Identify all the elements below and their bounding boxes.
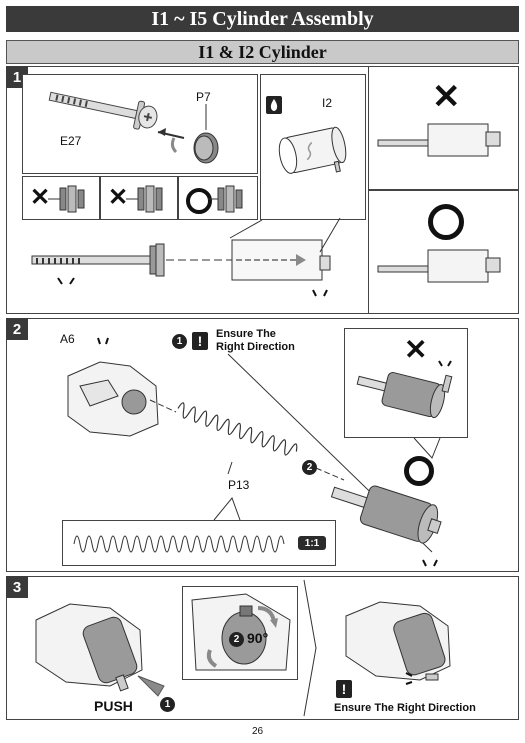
label-p13: P13 (228, 478, 250, 492)
i2-cylinder (278, 126, 347, 174)
spring-scale-drawing (73, 535, 285, 553)
drop-icon (270, 99, 278, 111)
step3-warning-icon: ! (336, 680, 352, 698)
wrong-mark-1: ✕ (30, 184, 51, 211)
label-i2: I2 (322, 96, 333, 110)
step2-number: 2 (6, 318, 28, 340)
wrong-direction-cylinder (356, 360, 453, 419)
wrong-mark-2: ✕ (108, 184, 129, 211)
step3-number: 3 (6, 576, 28, 598)
push-label: PUSH (94, 698, 133, 714)
ensure-line-2: Right Direction (216, 341, 295, 353)
right-mark-1 (186, 188, 212, 214)
step3-zoom-drawing (191, 593, 291, 671)
scale-badge: 1:1 (298, 536, 326, 550)
right-mark-large-1 (428, 204, 464, 240)
step2-bubble-2: 2 (302, 460, 317, 475)
step3-bubble-2: 2 (229, 632, 244, 647)
wrong-mark-large-2: ✕ (404, 334, 428, 365)
right-mark-large-2 (404, 456, 434, 486)
e27-piston-rod (48, 91, 158, 130)
step2-cylinder (330, 485, 442, 544)
page-title: I1 ~ I5 Cylinder Assembly (6, 6, 519, 32)
page-number: 26 (252, 726, 264, 737)
label-e27: E27 (60, 134, 82, 148)
step3-ensure-text: Ensure The Right Direction (334, 702, 476, 714)
step3-bubble-1: 1 (160, 697, 175, 712)
ensure-direction-text: Ensure The Right Direction (216, 328, 295, 354)
warning-icon: ! (192, 332, 208, 350)
section-subtitle: I1 & I2 Cylinder (6, 40, 519, 64)
a6-gearbox-shell (67, 361, 159, 437)
step2-bubble-1: 1 (172, 334, 187, 349)
wrong-mark-large-1: ✕ (432, 78, 461, 116)
p13-spring (177, 402, 298, 456)
rotation-angle: 90° (247, 630, 269, 646)
ensure-line-1: Ensure The (216, 328, 276, 340)
step3-gearbox-left (35, 603, 165, 697)
spring-scale-box (62, 520, 336, 566)
label-p7: P7 (196, 90, 211, 104)
step3-gearbox-right (345, 601, 451, 685)
label-a6: A6 (60, 332, 75, 346)
p7-seal (193, 132, 219, 164)
